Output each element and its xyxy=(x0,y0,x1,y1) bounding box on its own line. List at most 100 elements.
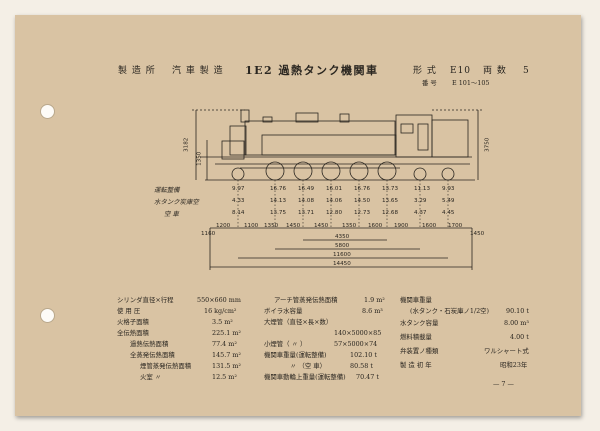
spec-label: 弁装置ノ種類 xyxy=(400,347,439,355)
cab-height-dim: 3750 xyxy=(484,137,491,152)
spec-label: 燃料積載量 xyxy=(400,333,432,341)
coal-bunker xyxy=(431,119,469,158)
spacing-dim: 1700 xyxy=(448,223,463,229)
spec-label: 機関車動輪上重量(運転整備) xyxy=(264,373,346,381)
label-working-order: 運転整備 xyxy=(154,186,180,194)
spacing-dim: 1350 xyxy=(342,223,357,229)
axle-load-cell: 13.65 xyxy=(382,198,399,204)
axle-load-cell: 12.73 xyxy=(354,210,371,216)
spec-value: 225.1 m² xyxy=(212,329,241,337)
spec-value: 90.10 t xyxy=(506,307,529,315)
wheel-driver-4 xyxy=(349,161,369,181)
spec-label: 使 用 圧 xyxy=(117,307,141,315)
spec-label: 製 造 初 年 xyxy=(400,361,432,369)
side-tank xyxy=(261,134,397,156)
wheel-driver-5 xyxy=(377,161,397,181)
wheel-driver-3 xyxy=(321,161,341,181)
spec-value: 4.00 t xyxy=(510,333,529,341)
axle-load-cell: 13.71 xyxy=(298,210,315,216)
end-dim-right: 1450 xyxy=(470,231,485,237)
axle-load-cell: 14.50 xyxy=(354,198,371,204)
wheel-leading xyxy=(231,167,245,181)
label-empty: 空 車 xyxy=(164,210,179,218)
spec-label: 〃 （空 車） xyxy=(290,362,327,370)
spec-value: 昭和23年 xyxy=(500,361,528,369)
spec-value: 145.7 m² xyxy=(212,351,241,359)
axle-load-cell: 9.97 xyxy=(232,186,245,192)
wheel-trailing-1 xyxy=(413,167,427,181)
end-dim-left: 1160 xyxy=(201,231,216,237)
axle-load-cell: 13.73 xyxy=(382,186,399,192)
axle-load-cell: 16.76 xyxy=(270,186,287,192)
number-value: E 101～105 xyxy=(452,79,490,87)
spec-value: 550×660 mm xyxy=(197,296,241,304)
spec-value: 8.6 m³ xyxy=(362,307,383,315)
overall-dim: 14450 xyxy=(333,261,351,267)
axle-load-cell: 13.75 xyxy=(270,210,287,216)
spec-label: シリンダ直径×行程 xyxy=(117,296,174,304)
spec-label: ボイラ水容量 xyxy=(264,307,303,315)
spacing-dim: 1200 xyxy=(216,223,231,229)
spec-value: 77.4 m² xyxy=(212,340,237,348)
spec-label: (水タンク・石炭庫ノ1/2空) xyxy=(410,307,490,315)
spec-value: 57×5000×74 xyxy=(334,340,378,348)
spacing-dim: 1450 xyxy=(286,223,301,229)
spec-value: 8.00 m³ xyxy=(504,319,529,327)
centre-height-dim: 1350 xyxy=(196,151,203,166)
spec-value: 12.5 m² xyxy=(212,373,237,381)
boiler xyxy=(244,120,396,156)
label-tank-empty: 水タンク炭庫空 xyxy=(154,198,199,206)
count-value: 5 xyxy=(523,66,530,76)
height-dim: 3182 xyxy=(183,137,190,152)
spec-value: ワルシャート式 xyxy=(484,347,529,355)
chimney xyxy=(240,109,250,123)
steam-dome xyxy=(295,112,319,123)
axle-load-cell: 16.76 xyxy=(354,186,371,192)
axle-load-cell: 9.93 xyxy=(442,186,455,192)
spacing-dim: 1100 xyxy=(244,223,259,229)
spec-value: 16 kg/cm² xyxy=(204,307,237,315)
cylinder xyxy=(221,140,245,160)
axle-load-cell: 5.49 xyxy=(442,198,455,204)
axle-load-cell: 12.80 xyxy=(326,210,343,216)
type-value: E10 xyxy=(450,66,472,76)
axle-load-cell: 3.29 xyxy=(414,198,427,204)
spec-label: 過熱伝熱面積 xyxy=(130,340,169,348)
punch-hole-bottom xyxy=(40,308,55,323)
axle-load-cell: 4.33 xyxy=(232,198,245,204)
spacing-dim: 1450 xyxy=(314,223,329,229)
number-label: 番 号 xyxy=(422,79,437,87)
axle-load-cell: 4.45 xyxy=(442,210,455,216)
axle-load-cell: 14.13 xyxy=(270,198,287,204)
spacing-dim: 1600 xyxy=(368,223,383,229)
spec-value: 80.58 t xyxy=(350,362,373,370)
axle-load-cell: 4.37 xyxy=(414,210,427,216)
axle-load-cell: 12.68 xyxy=(382,210,399,216)
spec-value: 1.9 m² xyxy=(364,296,385,304)
spec-label: 水タンク容量 xyxy=(400,319,439,327)
maker-label: 製 造 所 xyxy=(118,66,156,76)
document-sheet xyxy=(15,15,581,416)
spec-label: 煙管蒸発伝熱面積 xyxy=(140,362,192,370)
overall-dim: 5800 xyxy=(335,243,350,249)
wheel-trailing-2 xyxy=(441,167,455,181)
spacing-dim: 1900 xyxy=(394,223,409,229)
spec-value: 140×5000×85 xyxy=(334,329,382,337)
spacing-dim: 1350 xyxy=(264,223,279,229)
cab xyxy=(395,114,433,158)
spec-value: 131.5 m² xyxy=(212,362,241,370)
spec-value: 70.47 t xyxy=(356,373,379,381)
page-title: 1E2 過熱タンク機関車 xyxy=(245,64,379,77)
sand-dome xyxy=(339,113,350,123)
spec-label: 機関車重量(運転整備) xyxy=(264,351,327,359)
cab-window xyxy=(400,123,414,134)
axle-load-cell: 16.01 xyxy=(326,186,343,192)
spec-label: 小煙管（ 〃 ） xyxy=(264,340,307,348)
page-number: — 7 — xyxy=(493,380,514,388)
smokebox-front xyxy=(229,125,247,156)
spec-label: 機関車重量 xyxy=(400,296,432,304)
spec-label: アーチ管蒸発伝熱面積 xyxy=(274,296,338,304)
spec-label: 火格子面積 xyxy=(117,318,149,326)
axle-load-cell: 16.49 xyxy=(298,186,315,192)
